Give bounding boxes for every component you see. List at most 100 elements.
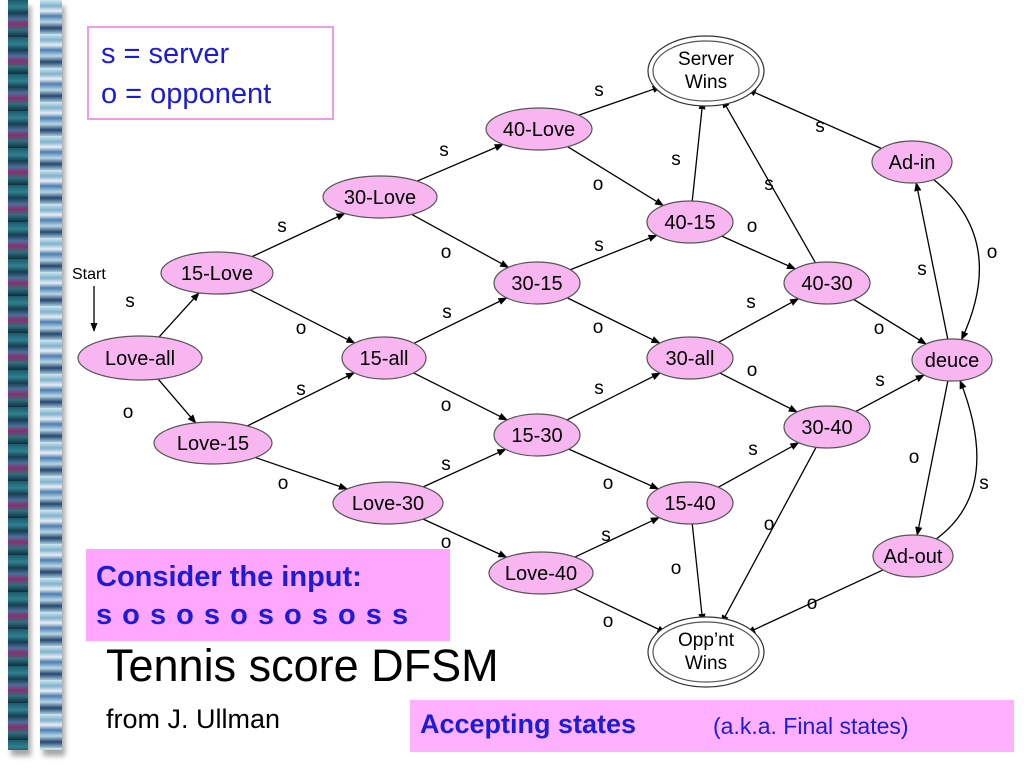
- state-label: 30-Love: [344, 187, 416, 209]
- transition-label: o: [987, 242, 998, 263]
- state-shape: [160, 251, 274, 295]
- transition-label: o: [671, 558, 682, 579]
- state-love-15: Love-15: [153, 421, 273, 465]
- transition-label: s: [441, 454, 451, 475]
- state-30-love: 30-Love: [322, 175, 438, 219]
- input-heading: Consider the input:: [96, 561, 362, 593]
- state-shape: [77, 335, 203, 381]
- state-shape: [911, 338, 993, 382]
- state-label: 30-15: [511, 273, 562, 295]
- state-label: 15-40: [664, 493, 715, 515]
- state-15-love: 15-Love: [160, 251, 274, 295]
- transition-label: o: [764, 514, 775, 535]
- legend-box: s = server o = opponent: [87, 26, 334, 120]
- state-label: Opp’nt: [678, 630, 735, 651]
- transition-30-love-to-40-love: [416, 143, 504, 182]
- input-callout: Consider the input: s o s o s o s o s o …: [86, 549, 450, 641]
- transition-15-all-to-30-15: [413, 297, 508, 344]
- state-label: Wins: [685, 653, 727, 674]
- transition-15-all-to-15-30: [413, 372, 508, 421]
- input-sequence: s o s o s o s o s o s s: [96, 599, 410, 631]
- transition-love-30-to-15-30: [423, 448, 507, 488]
- state-label: Ad-in: [889, 152, 936, 174]
- transition-ad-out-to-oppnt-wins: [746, 569, 884, 634]
- transition-15-40-to-30-40: [718, 442, 800, 488]
- transition-15-love-to-30-love: [251, 212, 346, 258]
- state-shape: [872, 534, 954, 578]
- state-label: Love-40: [505, 563, 577, 585]
- transition-love-40-to-15-40: [574, 516, 660, 558]
- state-nodes: Love-all15-LoveLove-1530-Love15-allLove-…: [77, 35, 993, 688]
- transition-label: o: [747, 216, 758, 237]
- transition-40-30-to-deuce: [853, 298, 927, 345]
- transition-label: o: [441, 395, 452, 416]
- accepting-states-note: Accepting states (a.k.a. Final states): [410, 700, 1014, 752]
- transition-30-15-to-30-all: [567, 297, 661, 344]
- transition-label: o: [593, 317, 604, 338]
- state-shape: [488, 551, 594, 595]
- transition-label: o: [278, 473, 289, 494]
- state-label: 40-15: [664, 212, 715, 234]
- state-15-30: 15-30: [493, 413, 581, 457]
- transition-love-all-to-love-15: [157, 378, 197, 424]
- transition-label: s: [594, 80, 604, 101]
- transition-label: s: [764, 174, 774, 195]
- transition-label: o: [603, 473, 614, 494]
- transition-label: s: [442, 302, 452, 323]
- state-label: 40-Love: [503, 119, 575, 141]
- slide-title: Tennis score DFSM: [106, 640, 499, 691]
- transition-label: o: [909, 447, 920, 468]
- transition-label: s: [917, 259, 927, 280]
- transition-label: o: [807, 593, 818, 614]
- state-40-love: 40-Love: [485, 107, 593, 151]
- state-label: 40-30: [801, 273, 852, 295]
- state-label: Love-15: [177, 433, 249, 455]
- state-label: Love-30: [352, 493, 424, 515]
- transition-15-30-to-30-all: [566, 372, 661, 421]
- transition-40-love-to-40-15: [567, 146, 665, 207]
- transition-label: s: [125, 291, 135, 312]
- transition-15-love-to-15-all: [249, 289, 356, 344]
- transition-label: o: [593, 174, 604, 195]
- state-label: Ad-out: [884, 546, 943, 568]
- state-40-30: 40-30: [783, 261, 871, 305]
- decorative-strip-right: [40, 0, 62, 750]
- transition-ad-in-to-deuce: [933, 179, 980, 341]
- transition-love-40-to-oppnt-wins: [574, 588, 667, 634]
- transition-label: s: [594, 378, 604, 399]
- state-shape: [493, 413, 581, 457]
- state-30-all: 30-all: [646, 336, 734, 380]
- transition-label: o: [747, 360, 758, 381]
- transition-label: o: [874, 318, 885, 339]
- transition-love-15-to-15-all: [247, 372, 356, 427]
- state-30-40: 30-40: [783, 405, 871, 449]
- state-label: 15-30: [511, 425, 562, 447]
- state-label: deuce: [925, 350, 980, 372]
- legend-line-server: s = server: [101, 38, 230, 70]
- state-30-15: 30-15: [493, 261, 581, 305]
- state-shape: [646, 336, 734, 380]
- state-label: Server: [678, 49, 735, 70]
- state-label: Wins: [685, 72, 727, 93]
- state-shape: [652, 40, 760, 102]
- transition-label: s: [671, 149, 681, 170]
- state-label: 15-Love: [181, 263, 253, 285]
- accepting-note-normal: (a.k.a. Final states): [713, 713, 909, 739]
- start-indicator: Start: [72, 266, 106, 332]
- transition-love-30-to-love-40: [422, 518, 508, 558]
- transition-label: s: [277, 216, 287, 237]
- transition-label: s: [979, 473, 989, 494]
- state-shape: [871, 140, 953, 184]
- transition-label: s: [875, 370, 885, 391]
- state-shape: [153, 421, 273, 465]
- transition-ad-in-to-server-wins: [746, 88, 882, 150]
- transition-ad-out-to-deuce: [935, 379, 978, 540]
- state-shape: [646, 481, 734, 525]
- transition-label: o: [296, 318, 307, 339]
- state-15-all: 15-all: [341, 336, 427, 380]
- transition-15-30-to-15-40: [568, 448, 660, 490]
